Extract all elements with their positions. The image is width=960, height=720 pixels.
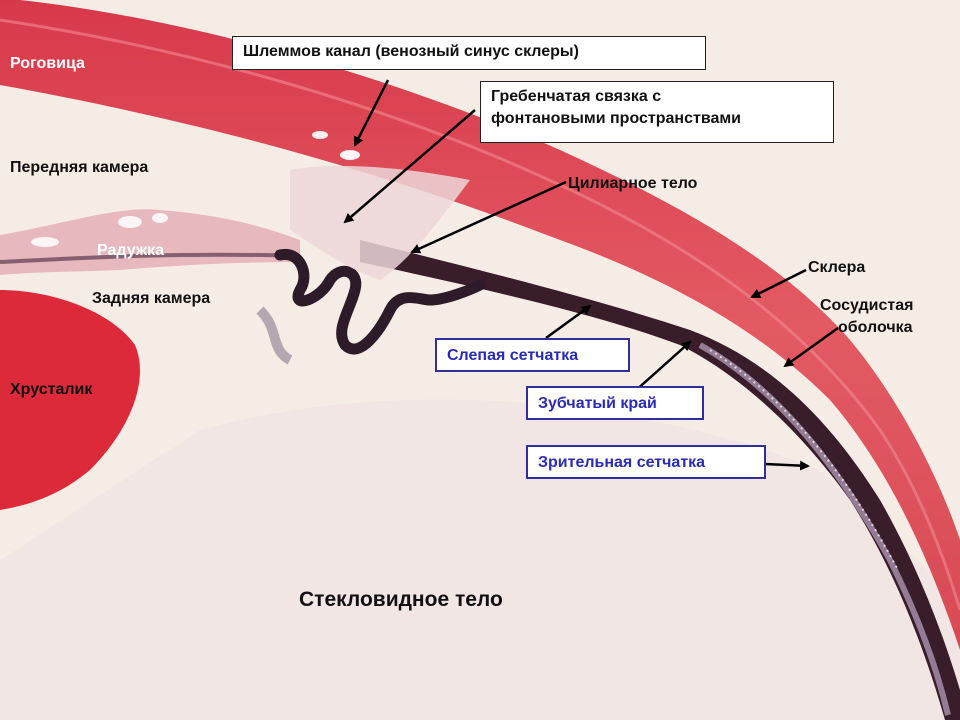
box-optic-retina-text: Зрительная сетчатка [538,454,706,471]
label-choroid-1: Сосудистая [820,297,914,314]
box-schlemm-canal: Шлеммов канал (венозный синус склеры) [232,36,706,70]
box-pectinate-line1: Гребенчатая связка с [491,88,662,105]
arrow-schlemm [353,79,390,147]
arrow-sclera [750,268,807,299]
label-anterior-chamber: Передняя камера [10,159,149,176]
arrow-ora-serrata [633,340,692,393]
arrow-ciliary [410,180,567,254]
label-iris: Радужка [97,242,165,259]
box-schlemm-text: Шлеммов канал (венозный синус склеры) [243,43,579,60]
box-optic-retina: Зрительная сетчатка [526,445,766,479]
box-blind-retina-text: Слепая сетчатка [447,347,579,364]
box-pectinate-ligament: Гребенчатая связка с фонтановыми простра… [480,81,834,143]
ciliary-processes [274,248,486,355]
arrow-pectinate [343,109,476,224]
label-vitreous-body: Стекловидное тело [299,588,503,611]
box-pectinate-line2: фонтановыми пространствами [491,110,742,127]
label-lens: Хрусталик [10,381,93,398]
label-choroid-2: оболочка [838,319,913,336]
label-ciliary-body: Цилиарное тело [568,175,698,192]
vitreous-region [0,399,960,720]
arrow-choroid [783,326,839,368]
arrow-blind-retina [545,304,592,340]
label-posterior-chamber: Задняя камера [92,290,211,307]
box-ora-serrata: Зубчатый край [526,386,704,420]
label-sclera: Склера [808,259,866,276]
label-cornea: Роговица [10,55,85,72]
box-ora-serrata-text: Зубчатый край [538,395,657,412]
lens-shape [0,290,140,510]
arrow-optic-retina [764,460,810,471]
box-blind-retina: Слепая сетчатка [435,338,630,372]
